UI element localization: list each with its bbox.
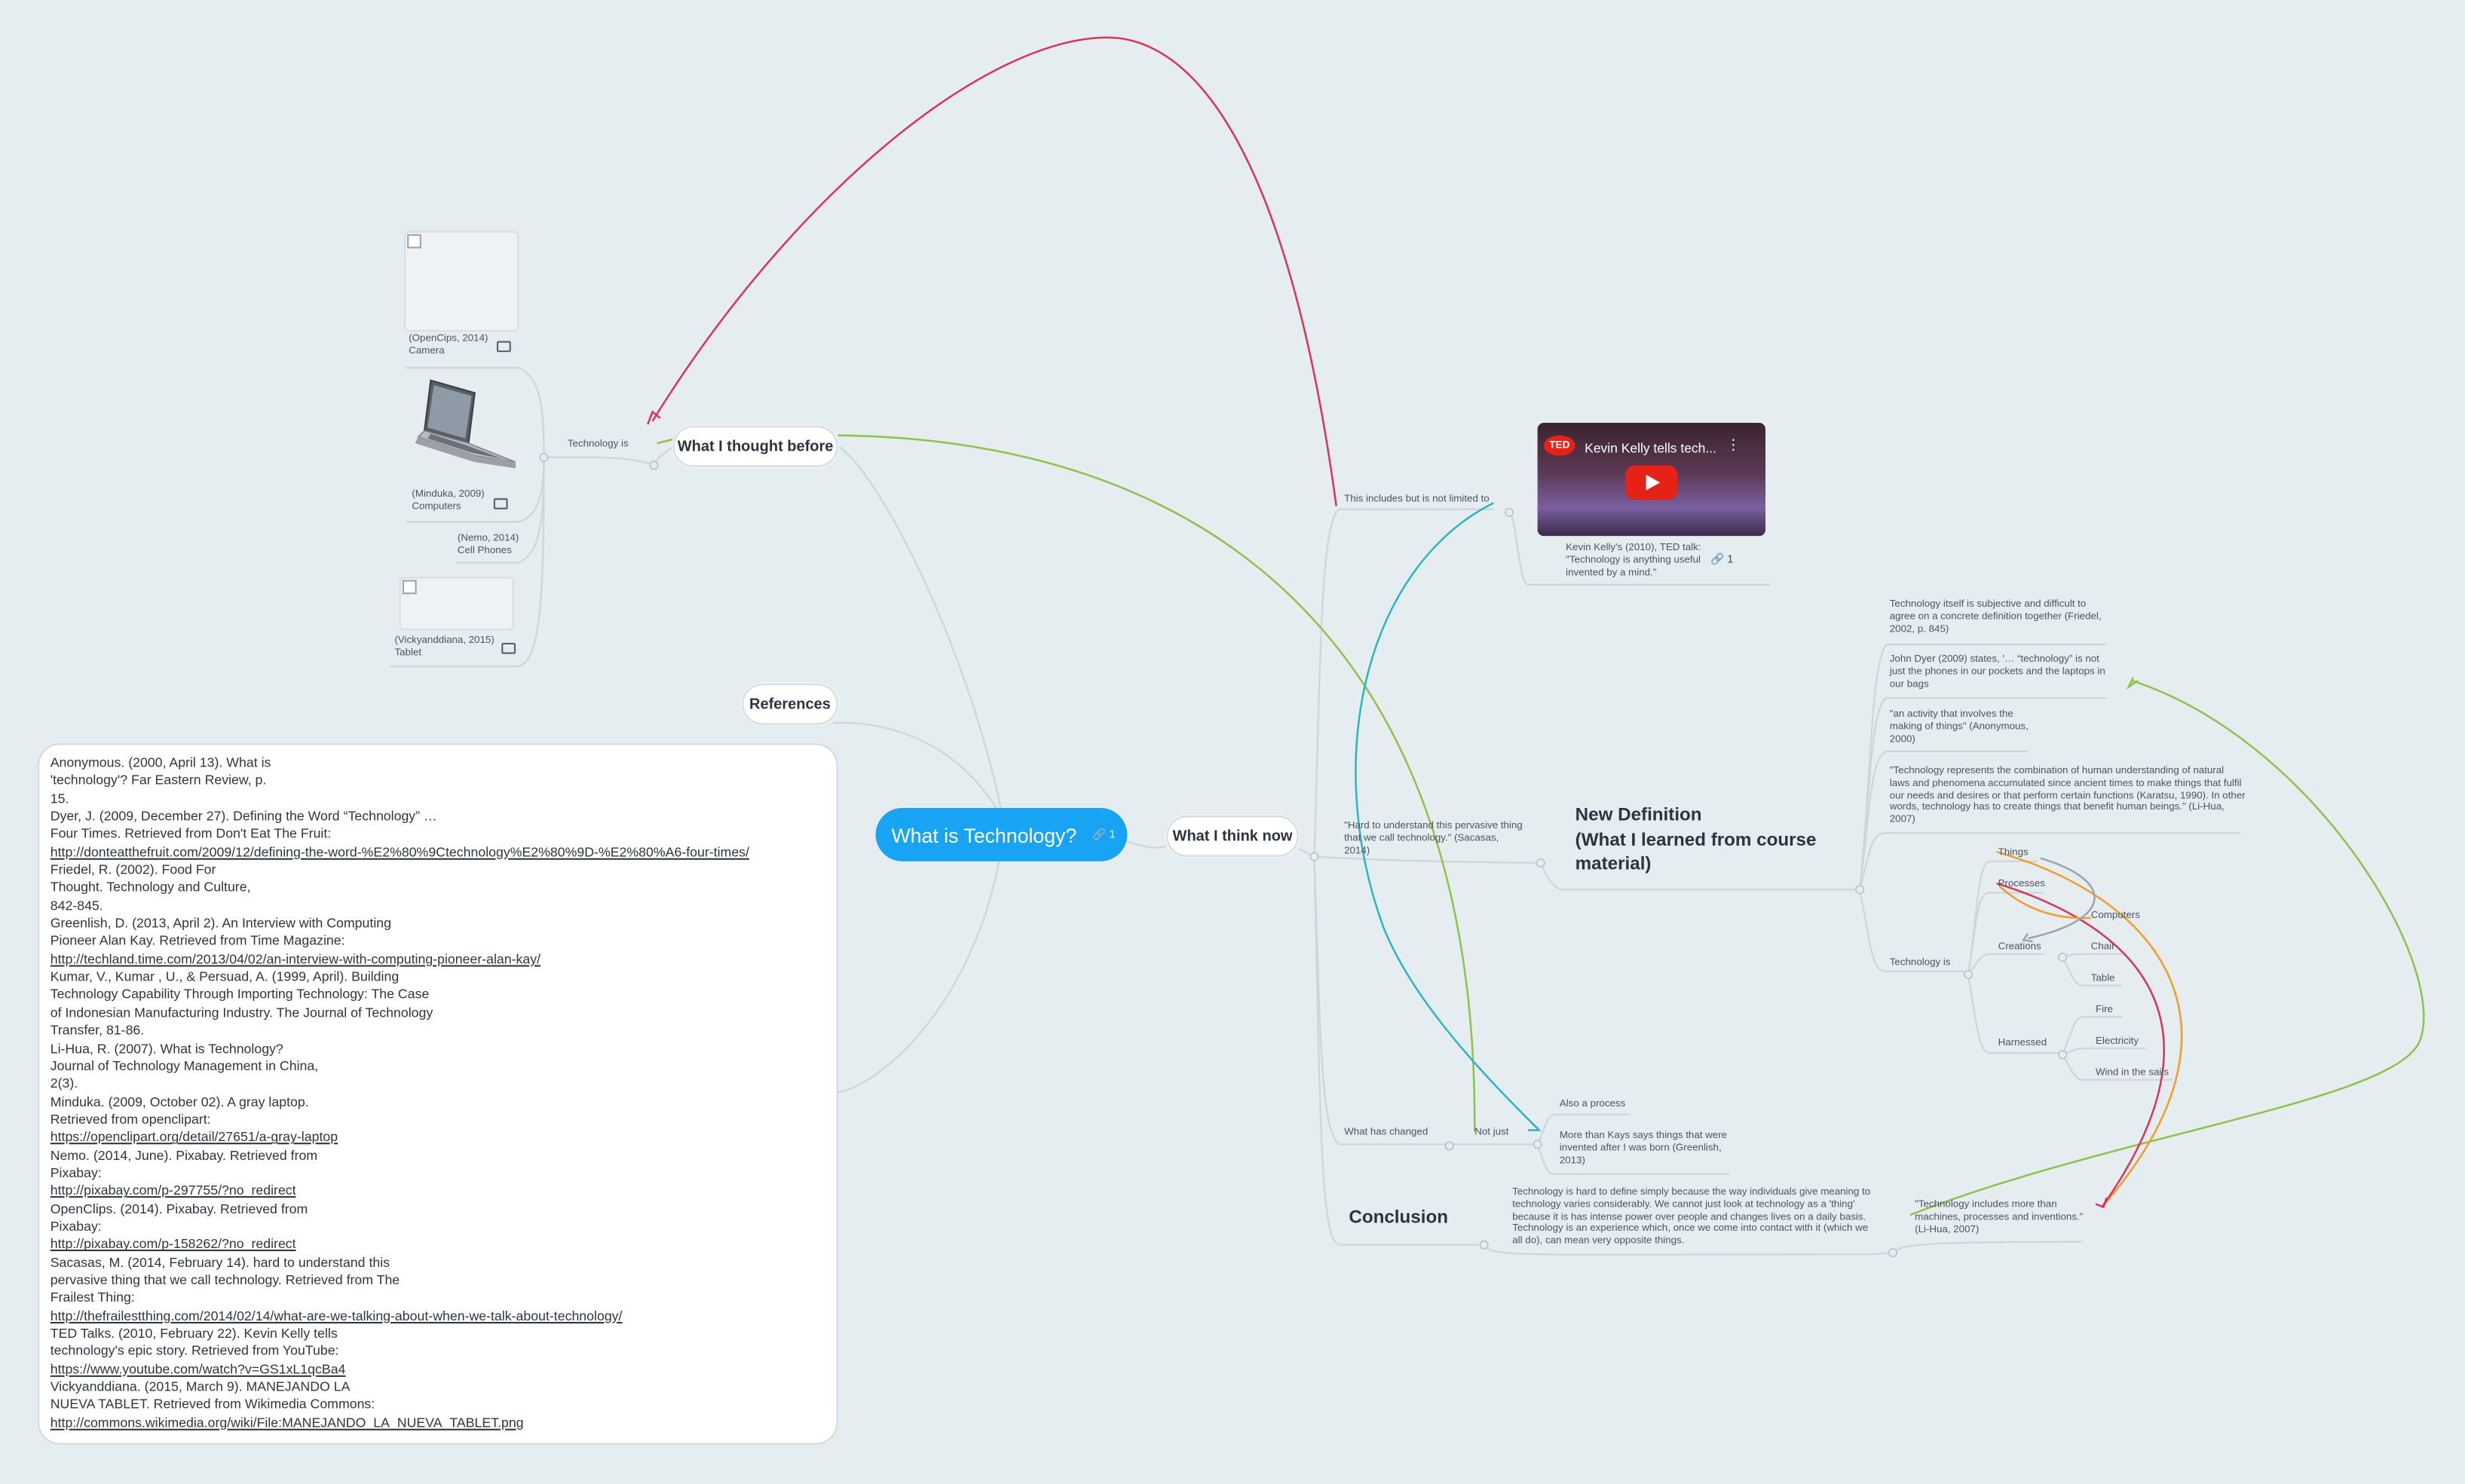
topic-also-a-process[interactable]: Also a process (1559, 1098, 1626, 1110)
video-link-badge[interactable]: 🔗 1 (1710, 555, 1734, 566)
topic-things[interactable]: Things (1998, 847, 2029, 858)
caption-computers[interactable]: (Minduka, 2009) Computers (412, 488, 485, 513)
topic-kay[interactable]: More than Kays says things that were inv… (1559, 1130, 1728, 1166)
topic-not-just[interactable]: Not just (1474, 1127, 1509, 1138)
broken-image-icon (402, 580, 417, 595)
reference-line: Kumar, V., Kumar , U., & Persuad, A. (19… (50, 968, 400, 984)
reference-line: Thought. Technology and Culture, (50, 879, 251, 895)
topic-creations[interactable]: Creations (1998, 941, 2041, 953)
caption-cell-phones[interactable]: (Nemo, 2014) Cell Phones (457, 532, 519, 556)
laptop-icon (415, 379, 516, 469)
image-icon (497, 341, 511, 353)
caption-camera[interactable]: (OpenCips, 2014) Camera (409, 333, 488, 356)
topic-fire[interactable]: Fire (2095, 1004, 2113, 1016)
reference-link[interactable]: http://pixabay.com/p-297755/?no_redirect (50, 1182, 296, 1198)
topic-processes[interactable]: Processes (1998, 878, 2045, 890)
reference-link[interactable]: http://pixabay.com/p-158262/?no_redirect (50, 1235, 296, 1252)
caption-tablet[interactable]: (Vickyanddiana, 2015) Tablet (394, 635, 495, 659)
reference-line: of Indonesian Manufacturing Industry. Th… (50, 1004, 433, 1020)
central-topic[interactable]: What is Technology? 🔗 1 (875, 807, 1128, 861)
reference-line: Li-Hua, R. (2007). What is Technology? (50, 1039, 283, 1056)
reference-line: Pioneer Alan Kay. Retrieved from Time Ma… (50, 932, 345, 949)
topic-electricity[interactable]: Electricity (2095, 1036, 2139, 1047)
reference-line: Frailest Thing: (50, 1289, 135, 1305)
topic-wind-in-the-sails[interactable]: Wind in the sails (2095, 1067, 2170, 1079)
reference-line: pervasive thing that we call technology.… (50, 1271, 400, 1287)
topic-what-has-changed[interactable]: What has changed (1344, 1127, 1428, 1138)
ted-video-embed[interactable]: TED Kevin Kelly tells tech... ⋮ (1537, 422, 1766, 537)
topic-technology-is-before[interactable]: Technology is (567, 438, 629, 450)
reference-line: Sacasas, M. (2014, February 14). hard to… (50, 1253, 390, 1270)
central-topic-label: What is Technology? (891, 822, 1077, 847)
reference-line: Journal of Technology Management in Chin… (50, 1057, 319, 1074)
reference-line: Friedel, R. (2002). Food For (50, 861, 216, 877)
definition-anonymous[interactable]: "an activity that involves the making of… (1889, 708, 2029, 745)
reference-line: Greenlish, D. (2013, April 2). An Interv… (50, 914, 391, 931)
reference-link[interactable]: http://donteatthefruit.com/2009/12/defin… (50, 843, 749, 860)
reference-line: Pixabay: (50, 1164, 102, 1181)
topic-what-i-thought-before[interactable]: What I thought before (672, 426, 838, 467)
reference-line: Minduka. (2009, October 02). A gray lapt… (50, 1093, 309, 1109)
quote-li-hua-2007[interactable]: "Technology includes more than machines,… (1915, 1199, 2084, 1235)
reference-line: Retrieved from openclipart: (50, 1111, 211, 1128)
reference-link[interactable]: http://techland.time.com/2013/04/02/an-i… (50, 950, 541, 967)
definition-li-hua[interactable]: "Technology represents the combination o… (1889, 765, 2246, 826)
reference-line: OpenClips. (2014). Pixabay. Retrieved fr… (50, 1200, 308, 1216)
more-options-icon[interactable]: ⋮ (1726, 436, 1741, 453)
reference-line: 15. (50, 790, 69, 806)
image-icon (493, 498, 508, 509)
reference-line: Pixabay: (50, 1218, 102, 1234)
topic-references[interactable]: References (742, 684, 838, 725)
topic-new-definition[interactable]: New Definition (What I learned from cour… (1575, 804, 1817, 874)
reference-line: 2(3). (50, 1075, 78, 1091)
topic-hard-to-understand[interactable]: "Hard to understand this pervasive thing… (1344, 820, 1523, 856)
reference-line: technology's epic story. Retrieved from … (50, 1342, 339, 1359)
camera-image (403, 231, 519, 332)
reference-line: NUEVA TABLET. Retrieved from Wikimedia C… (50, 1396, 375, 1412)
reference-line: 'technology'? Far Eastern Review, p. (50, 772, 267, 788)
reference-line: 842-845. (50, 897, 103, 913)
topic-includes[interactable]: This includes but is not limited to (1344, 493, 1490, 505)
reference-link[interactable]: https://www.youtube.com/watch?v=GS1xL1qc… (50, 1360, 346, 1377)
ted-logo: TED (1543, 435, 1575, 456)
broken-image-icon (407, 234, 421, 249)
conclusion-text[interactable]: Technology is hard to define simply beca… (1512, 1186, 1871, 1247)
reference-line: TED Talks. (2010, February 22). Kevin Ke… (50, 1325, 338, 1341)
topic-table[interactable]: Table (2090, 972, 2115, 984)
topic-computers[interactable]: Computers (2090, 910, 2140, 922)
references-note[interactable]: Anonymous. (2000, April 13). What is 'tec… (38, 743, 838, 1445)
tablet-image (399, 577, 514, 631)
central-link-badge[interactable]: 🔗 1 (1092, 830, 1116, 841)
definition-dyer[interactable]: John Dyer (2009) states, '… “technology”… (1889, 653, 2105, 690)
play-button-icon[interactable] (1625, 465, 1678, 500)
video-title: Kevin Kelly tells tech... (1585, 439, 1716, 456)
video-caption[interactable]: Kevin Kelly's (2010), TED talk: "Technol… (1566, 542, 1701, 578)
reference-line: Four Times. Retrieved from Don't Eat The… (50, 825, 332, 842)
reference-link[interactable]: https://openclipart.org/detail/27651/a-g… (50, 1128, 338, 1145)
topic-what-i-think-now[interactable]: What I think now (1166, 815, 1299, 857)
laptop-image (406, 374, 519, 484)
reference-line: Nemo. (2014, June). Pixabay. Retrieved f… (50, 1146, 318, 1163)
image-icon (501, 642, 516, 654)
reference-line: Technology Capability Through Importing … (50, 986, 430, 1002)
topic-harnessed[interactable]: Harnessed (1998, 1037, 2047, 1049)
definition-friedel[interactable]: Technology itself is subjective and diff… (1889, 598, 2102, 635)
reference-line: Transfer, 81-86. (50, 1021, 145, 1038)
reference-line: Vickyanddiana. (2015, March 9). MANEJAND… (50, 1378, 351, 1394)
topic-chair[interactable]: Chair (2090, 941, 2115, 953)
reference-link[interactable]: http://commons.wikimedia.org/wiki/File:M… (50, 1414, 524, 1430)
topic-conclusion[interactable]: Conclusion (1349, 1207, 1449, 1228)
reference-line: Anonymous. (2000, April 13). What is (50, 754, 271, 770)
topic-technology-is-now[interactable]: Technology is (1889, 957, 1951, 968)
reference-link[interactable]: http://thefrailestthing.com/2014/02/14/w… (50, 1307, 623, 1323)
reference-line: Dyer, J. (2009, December 27). Defining t… (50, 808, 437, 824)
